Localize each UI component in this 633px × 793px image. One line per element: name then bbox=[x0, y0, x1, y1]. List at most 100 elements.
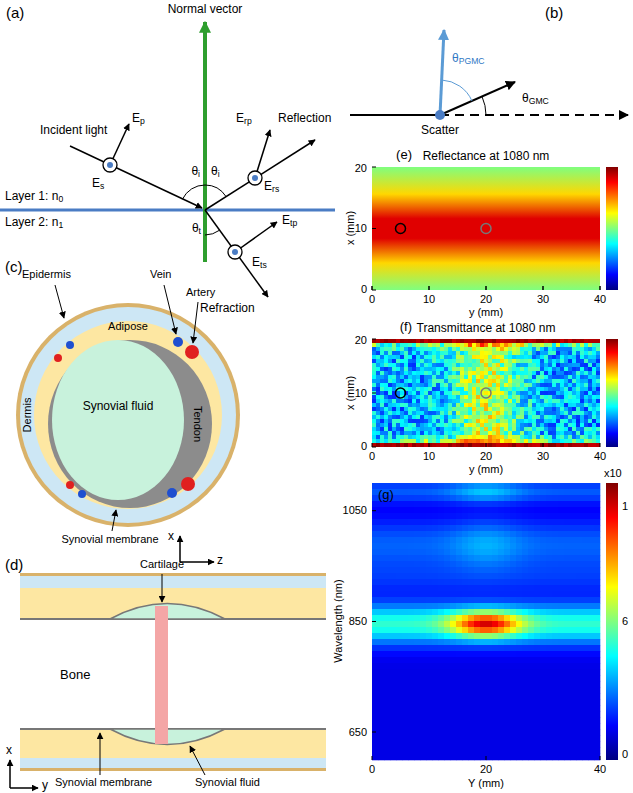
heatmap-cell bbox=[450, 507, 456, 513]
heatmap-cell bbox=[534, 495, 540, 501]
heatmap-cell bbox=[512, 423, 516, 427]
heatmap-cell bbox=[504, 513, 510, 519]
heatmap-cell bbox=[432, 387, 436, 391]
heatmap-cell bbox=[488, 359, 492, 363]
heatmap-cell bbox=[428, 339, 432, 343]
heatmap-cell bbox=[588, 355, 592, 359]
heatmap-cell bbox=[376, 391, 380, 395]
heatmap-cell bbox=[452, 371, 456, 375]
heatmap-cell bbox=[456, 439, 460, 443]
heatmap-cell bbox=[582, 501, 588, 507]
heatmap-cell bbox=[384, 347, 388, 351]
heatmap-cell bbox=[476, 367, 480, 371]
heatmap-cell bbox=[420, 439, 424, 443]
heatmap-cell bbox=[508, 387, 512, 391]
heatmap-cell bbox=[564, 423, 568, 427]
heatmap-cell bbox=[492, 407, 496, 411]
heatmap-cell bbox=[520, 439, 524, 443]
field-out-of-plane-symbol bbox=[252, 175, 258, 181]
heatmap-cell bbox=[580, 415, 584, 419]
heatmap-cell bbox=[592, 423, 596, 427]
heatmap-cell bbox=[504, 355, 508, 359]
heatmap-cell bbox=[404, 343, 408, 347]
heatmap-cell bbox=[560, 419, 564, 423]
heatmap-cell bbox=[484, 407, 488, 411]
heatmap-cell bbox=[488, 443, 492, 447]
heatmap-cell bbox=[520, 375, 524, 379]
heatmap-cell bbox=[392, 355, 396, 359]
heatmap-cell bbox=[582, 483, 588, 489]
heatmap-cell bbox=[412, 351, 416, 355]
heatmap-cell bbox=[384, 513, 390, 519]
field-out-of-plane-symbol bbox=[248, 171, 262, 185]
heatmap-cell bbox=[452, 439, 456, 443]
heatmap-cell bbox=[396, 363, 400, 367]
heatmap-cell bbox=[438, 483, 444, 489]
heatmap-cell bbox=[524, 411, 528, 415]
heatmap-cell bbox=[464, 395, 468, 399]
heatmap-cell bbox=[512, 439, 516, 443]
heatmap-cell bbox=[448, 443, 452, 447]
heatmap-cell bbox=[536, 359, 540, 363]
heatmap-cell bbox=[524, 399, 528, 403]
heatmap-cell bbox=[516, 359, 520, 363]
heatmap-cell bbox=[520, 407, 524, 411]
heatmap-cell bbox=[520, 391, 524, 395]
angle-arc bbox=[205, 230, 220, 235]
heatmap-cell bbox=[520, 403, 524, 407]
heatmap-cell bbox=[516, 347, 520, 351]
heatmap-cell bbox=[510, 501, 516, 507]
heatmap-cell bbox=[568, 383, 572, 387]
heatmap-cell bbox=[564, 443, 568, 447]
heatmap-cell bbox=[456, 399, 460, 403]
heatmap-cell bbox=[380, 395, 384, 399]
heatmap-cell bbox=[384, 411, 388, 415]
heatmap-cell bbox=[500, 403, 504, 407]
heatmap-cell bbox=[480, 419, 484, 423]
heatmap-cell bbox=[440, 435, 444, 439]
heatmap-cell bbox=[548, 379, 552, 383]
heatmap-cell bbox=[532, 367, 536, 371]
heatmap-cell bbox=[552, 343, 556, 347]
heatmap-cell bbox=[560, 435, 564, 439]
heatmap-cell bbox=[420, 391, 424, 395]
heatmap-cell bbox=[576, 411, 580, 415]
heatmap-cell bbox=[468, 513, 474, 519]
heatmap-cell bbox=[504, 343, 508, 347]
heatmap-cell bbox=[452, 355, 456, 359]
heatmap-cell bbox=[592, 383, 596, 387]
heatmap-cell bbox=[472, 371, 476, 375]
heatmap-cell bbox=[508, 363, 512, 367]
heatmap-cell bbox=[448, 419, 452, 423]
heatmap-cell bbox=[500, 359, 504, 363]
heatmap-cell bbox=[512, 355, 516, 359]
pgmc-direction bbox=[440, 30, 444, 115]
heatmap-cell bbox=[516, 351, 520, 355]
heatmap-cell bbox=[568, 387, 572, 391]
heatmap-cell bbox=[420, 383, 424, 387]
heatmap-cell bbox=[540, 367, 544, 371]
heatmap-cell bbox=[424, 355, 428, 359]
heatmap-cell bbox=[420, 531, 426, 537]
heatmap-cell bbox=[450, 525, 456, 531]
heatmap-cell bbox=[372, 525, 378, 531]
heatmap-cell bbox=[592, 411, 596, 415]
heatmap-cell bbox=[572, 423, 576, 427]
heatmap-cell bbox=[584, 399, 588, 403]
heatmap-cell bbox=[552, 435, 556, 439]
heatmap-cell bbox=[558, 537, 564, 543]
heatmap-cell bbox=[484, 367, 488, 371]
heatmap-cell bbox=[448, 347, 452, 351]
heatmap-cell bbox=[524, 387, 528, 391]
heatmap-cell bbox=[560, 359, 564, 363]
heatmap-cell bbox=[380, 439, 384, 443]
heatmap-cell bbox=[596, 343, 600, 347]
heatmap-cell bbox=[536, 407, 540, 411]
heatmap-cell bbox=[372, 399, 376, 403]
heatmap-cell bbox=[372, 495, 378, 501]
adipose-layer bbox=[34, 321, 222, 509]
heatmap-cell bbox=[448, 427, 452, 431]
heatmap-cell bbox=[388, 415, 392, 419]
heatmap-cell bbox=[402, 525, 408, 531]
heatmap-cell bbox=[432, 379, 436, 383]
